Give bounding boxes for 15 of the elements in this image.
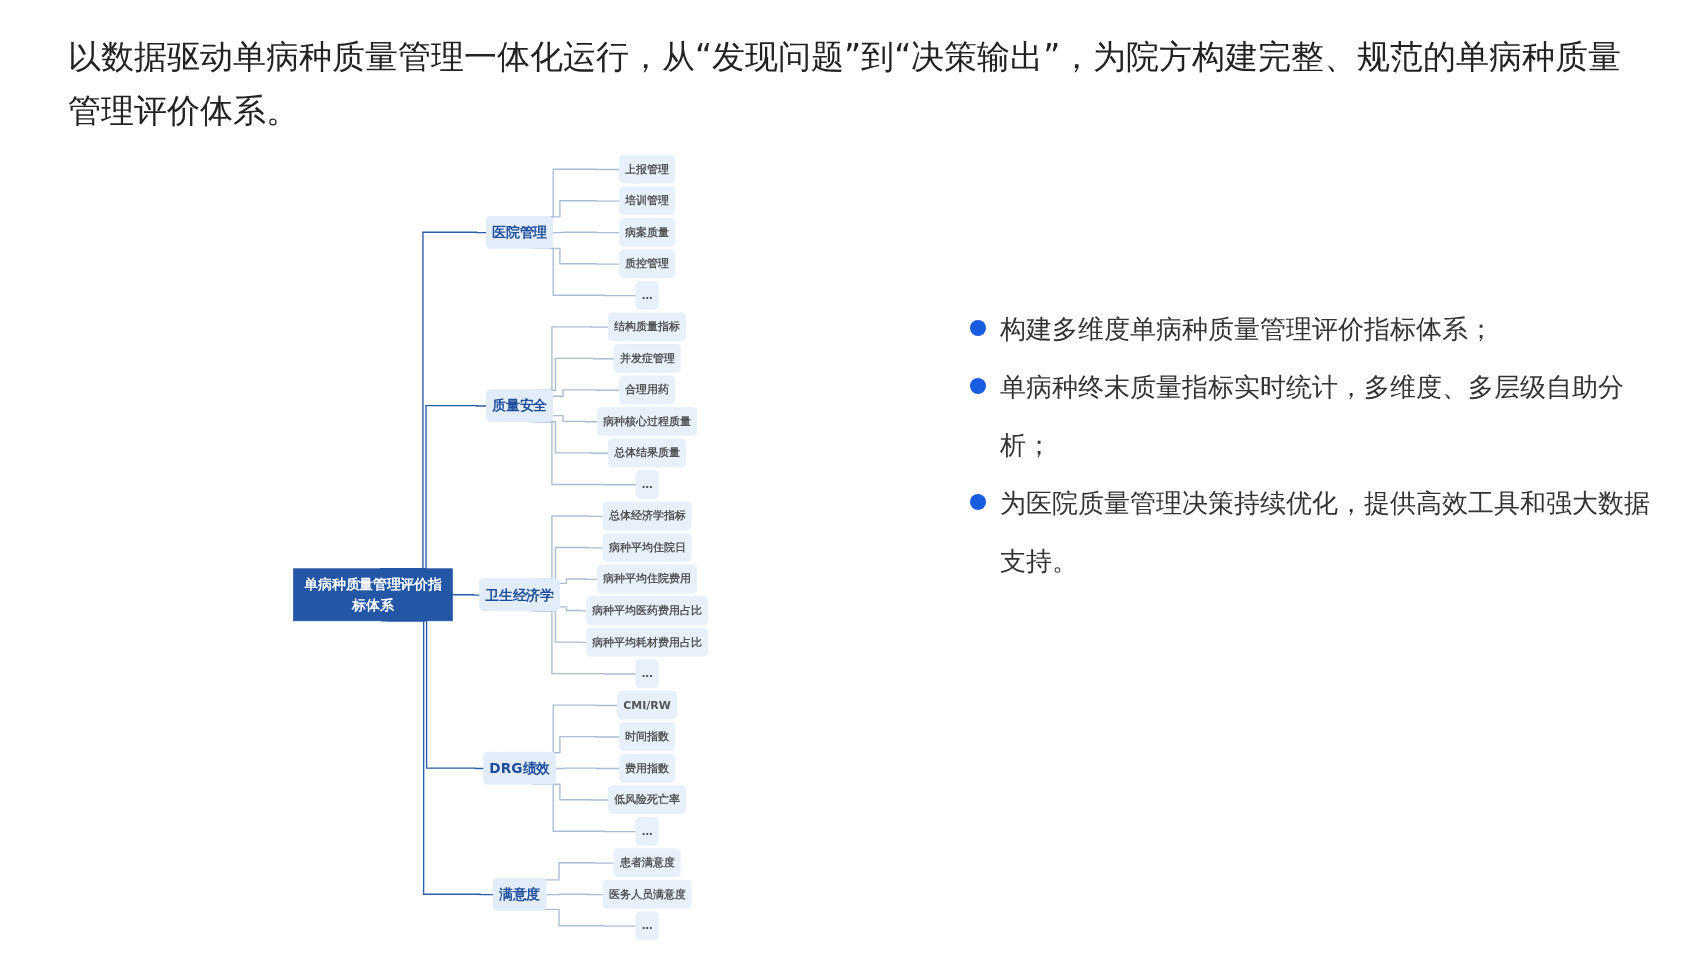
bullet-point: 构建多维度单病种质量管理评价指标体系； [970, 300, 1670, 358]
connector [551, 231, 621, 234]
connector [543, 862, 615, 881]
connector [551, 415, 599, 423]
connector [544, 893, 604, 896]
connector [558, 606, 588, 612]
bullet-point: 单病种终末质量指标实时统计，多维度、多层级自助分析； [970, 358, 1670, 474]
connector [558, 578, 599, 585]
connector [554, 767, 621, 770]
connector [543, 908, 637, 927]
connector [451, 594, 481, 596]
connector [551, 389, 621, 397]
node-box: 单病种质量管理评价指标体系 [292, 568, 453, 622]
bullet-point: 为医院质量管理决策持续优化，提供高效工具和强大数据支持。 [970, 474, 1670, 590]
title: 以数据驱动单病种质量管理一体化运行，从“发现问题”到“决策输出”，为院方构建完整、规范的单病种质量管理评价体系。 [68, 36, 1623, 132]
